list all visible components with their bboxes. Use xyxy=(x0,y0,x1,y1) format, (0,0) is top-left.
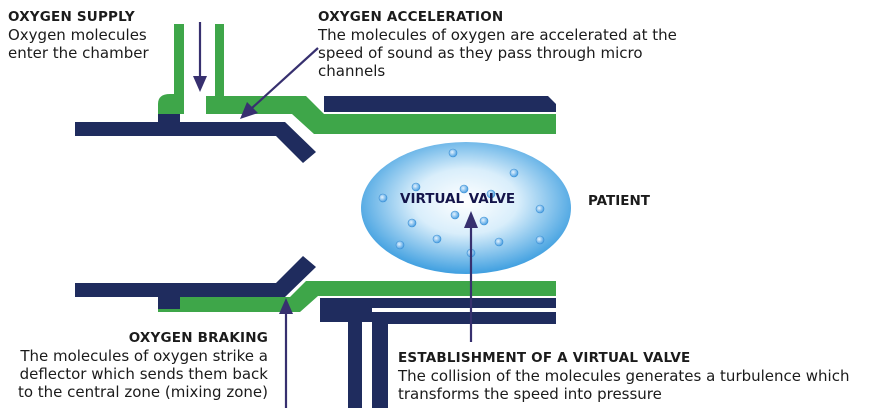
establishment-heading: ESTABLISHMENT OF A VIRTUAL VALVE xyxy=(398,350,691,366)
molecule xyxy=(407,218,417,228)
molecule xyxy=(378,193,388,203)
supply-tube-left xyxy=(174,24,184,102)
upper-wall xyxy=(75,24,556,163)
supply-elbow-left xyxy=(158,94,184,114)
oxygen-acceleration-body: The molecules of oxygen are accelerated … xyxy=(318,26,677,80)
oxygen-braking-body: The molecules of oxygen strike a deflect… xyxy=(17,347,268,401)
molecule xyxy=(450,210,460,220)
oxygen-acceleration-heading: OXYGEN ACCELERATION xyxy=(318,9,504,25)
lower-green-channel xyxy=(158,281,556,312)
lower-navy-wall xyxy=(75,256,316,297)
virtual-valve-bubble xyxy=(361,142,571,274)
molecule xyxy=(535,235,545,245)
upper-navy-block xyxy=(324,96,556,112)
acceleration-arrow-head xyxy=(240,102,258,119)
molecule xyxy=(448,148,458,158)
lower-wall xyxy=(75,256,556,408)
molecule xyxy=(395,240,405,250)
oxygen-acceleration-label: OXYGEN ACCELERATION The molecules of oxy… xyxy=(318,8,678,80)
pointer-arrows xyxy=(193,22,478,408)
braking-arrow-head xyxy=(279,298,293,314)
molecule xyxy=(509,168,519,178)
virtual-valve-label: VIRTUAL VALVE xyxy=(400,191,516,207)
oxygen-supply-label: OXYGEN SUPPLY Oxygen molecules enter the… xyxy=(8,8,178,62)
molecule xyxy=(535,204,545,214)
oxygen-supply-body: Oxygen molecules enter the chamber xyxy=(8,26,149,62)
molecule xyxy=(459,184,469,194)
upper-green-channel xyxy=(206,96,556,134)
lower-navy-outlet xyxy=(372,312,556,408)
lower-navy-block xyxy=(320,298,556,408)
establishment-arrow-head xyxy=(464,211,478,228)
molecule xyxy=(494,237,504,247)
supply-tube-right xyxy=(215,24,224,96)
supply-arrow-head xyxy=(193,76,207,92)
oxygen-braking-heading: OXYGEN BRAKING xyxy=(128,330,268,346)
molecule xyxy=(432,234,442,244)
molecule xyxy=(486,189,496,199)
patient-label: PATIENT xyxy=(588,193,651,209)
virtual-valve-establishment-label: ESTABLISHMENT OF A VIRTUAL VALVE The col… xyxy=(398,349,868,403)
lower-navy-stub xyxy=(158,297,180,309)
oxygen-supply-heading: OXYGEN SUPPLY xyxy=(8,9,135,25)
establishment-body: The collision of the molecules generates… xyxy=(398,367,850,403)
oxygen-braking-label: OXYGEN BRAKING The molecules of oxygen s… xyxy=(0,329,268,401)
upper-navy-wall xyxy=(75,122,316,163)
oxygen-molecules xyxy=(378,148,545,258)
molecule xyxy=(479,216,489,226)
acceleration-arrow xyxy=(251,47,319,109)
molecule xyxy=(411,182,421,192)
bubble xyxy=(361,142,571,274)
